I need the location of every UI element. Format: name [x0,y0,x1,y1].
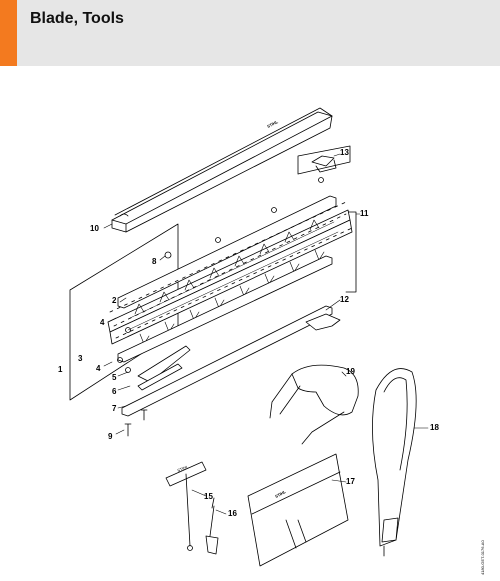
header-band: Blade, Tools [0,0,500,66]
safety-glasses [269,364,359,445]
leader-lines [103,153,429,515]
callout-4b: 4 [96,364,101,373]
callout-15: 15 [204,492,213,501]
callout-18: 18 [430,423,439,432]
tip-protector [297,145,351,175]
callout-19: 19 [346,367,355,376]
combination-wrench [165,461,207,551]
callout-13: 13 [340,148,349,157]
callout-2: 2 [112,296,117,305]
exploded-parts-diagram: STIHL STIHL STIHL 1 2 3 4 4 5 6 7 8 9 10… [58,107,485,575]
nuts [117,177,324,373]
harness-strap [372,368,417,557]
group-bracket-11 [345,211,357,293]
callout-7: 7 [112,404,117,413]
callout-16: 16 [228,509,237,518]
cutting-blades [107,201,353,345]
blade-guard [111,107,333,233]
callout-17: 17 [346,477,355,486]
callout-10: 10 [90,224,99,233]
callout-11: 11 [360,209,369,218]
header-accent-bar [0,0,17,66]
callout-8: 8 [152,257,157,266]
screws [124,409,148,437]
tool-pouch [247,453,349,567]
upper-blade [117,195,337,309]
lower-blade [117,255,333,363]
brand-mark-guard: STIHL [266,119,279,129]
callout-9: 9 [108,432,113,441]
callout-6: 6 [112,387,117,396]
brand-mark-pouch: STIHL [274,489,287,499]
bracket-12 [305,313,341,331]
callout-4a: 4 [100,318,105,327]
brand-mark-wrench: STIHL [177,464,190,473]
screwdriver [205,497,219,555]
gear-clip [137,345,191,391]
page-title: Blade, Tools [30,10,124,27]
callout-1: 1 [58,365,63,374]
callout-12: 12 [340,295,349,304]
callout-3: 3 [78,354,83,363]
callout-5: 5 [112,373,117,382]
reference-code: 4180-GET-0176-A0 [480,540,485,575]
blade-plate-7 [121,305,333,417]
